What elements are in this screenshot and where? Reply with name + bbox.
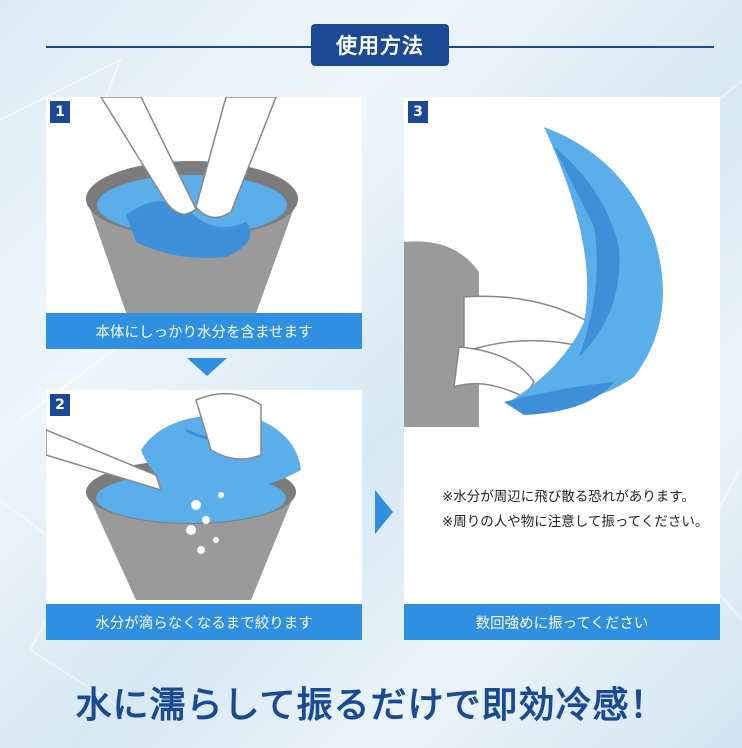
- note-splash: ※水分が周辺に飛び散る恐れがあります。: [442, 489, 695, 505]
- page-title: 使用方法: [311, 24, 449, 66]
- step-3-caption: 数回強めに振ってください: [404, 604, 720, 640]
- step-3-panel: 3 ※水分が周辺に飛び散る恐れがあります。 ※周りの人や物に注意して振ってくださ…: [404, 97, 720, 640]
- step-2-caption: 水分が滴らなくなるまで絞ります: [46, 604, 362, 640]
- step-1-panel: 1 本体にしっかり水分を含ませます: [46, 97, 362, 349]
- wring-illustration: [46, 392, 301, 600]
- shake-illustration: [404, 127, 663, 427]
- note-surroundings: ※周りの人や物に注意して振ってください。: [442, 513, 709, 530]
- step-2-number: 2: [50, 394, 70, 416]
- slogan: 水に濡らして振るだけで即効冷感！: [75, 685, 667, 726]
- step-1-caption: 本体にしっかり水分を含ませます: [46, 313, 362, 349]
- down-arrow-icon: [187, 358, 227, 376]
- step-2-panel: 2 水分が滴らなくなるまで絞ります: [46, 390, 362, 640]
- step-3-number: 3: [408, 101, 428, 123]
- step-1-number: 1: [50, 101, 70, 123]
- caution-notes: ※水分が周辺に飛び散る恐れがあります。 ※周りの人や物に注意して振ってください。: [442, 485, 712, 534]
- soak-illustration: [86, 97, 298, 327]
- right-arrow-icon: [375, 490, 393, 534]
